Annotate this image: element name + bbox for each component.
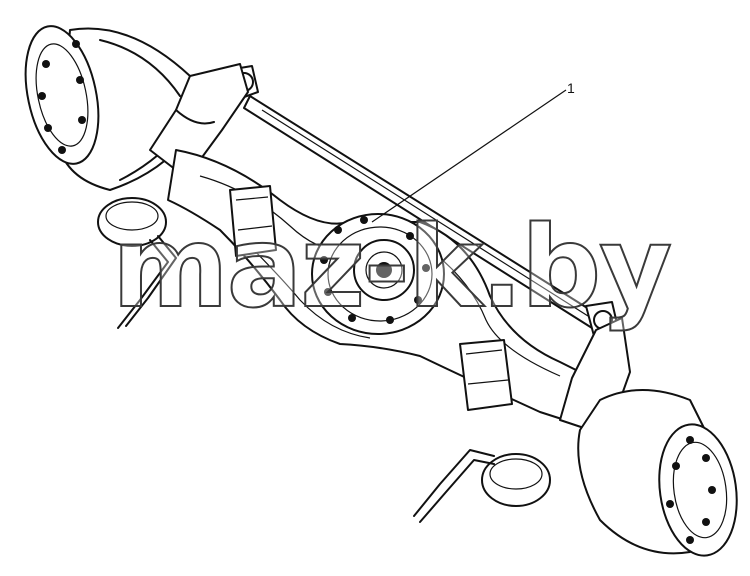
differential-housing: [311, 213, 445, 335]
brake-chamber-left: [97, 197, 177, 329]
callout-number-label: 1: [567, 80, 575, 96]
spring-seat-right: [459, 339, 513, 411]
right-wheel-hub: [577, 389, 738, 557]
callout-leader-line: [371, 89, 567, 223]
brake-chamber-right: [413, 449, 551, 523]
spring-seat-left: [229, 185, 277, 257]
